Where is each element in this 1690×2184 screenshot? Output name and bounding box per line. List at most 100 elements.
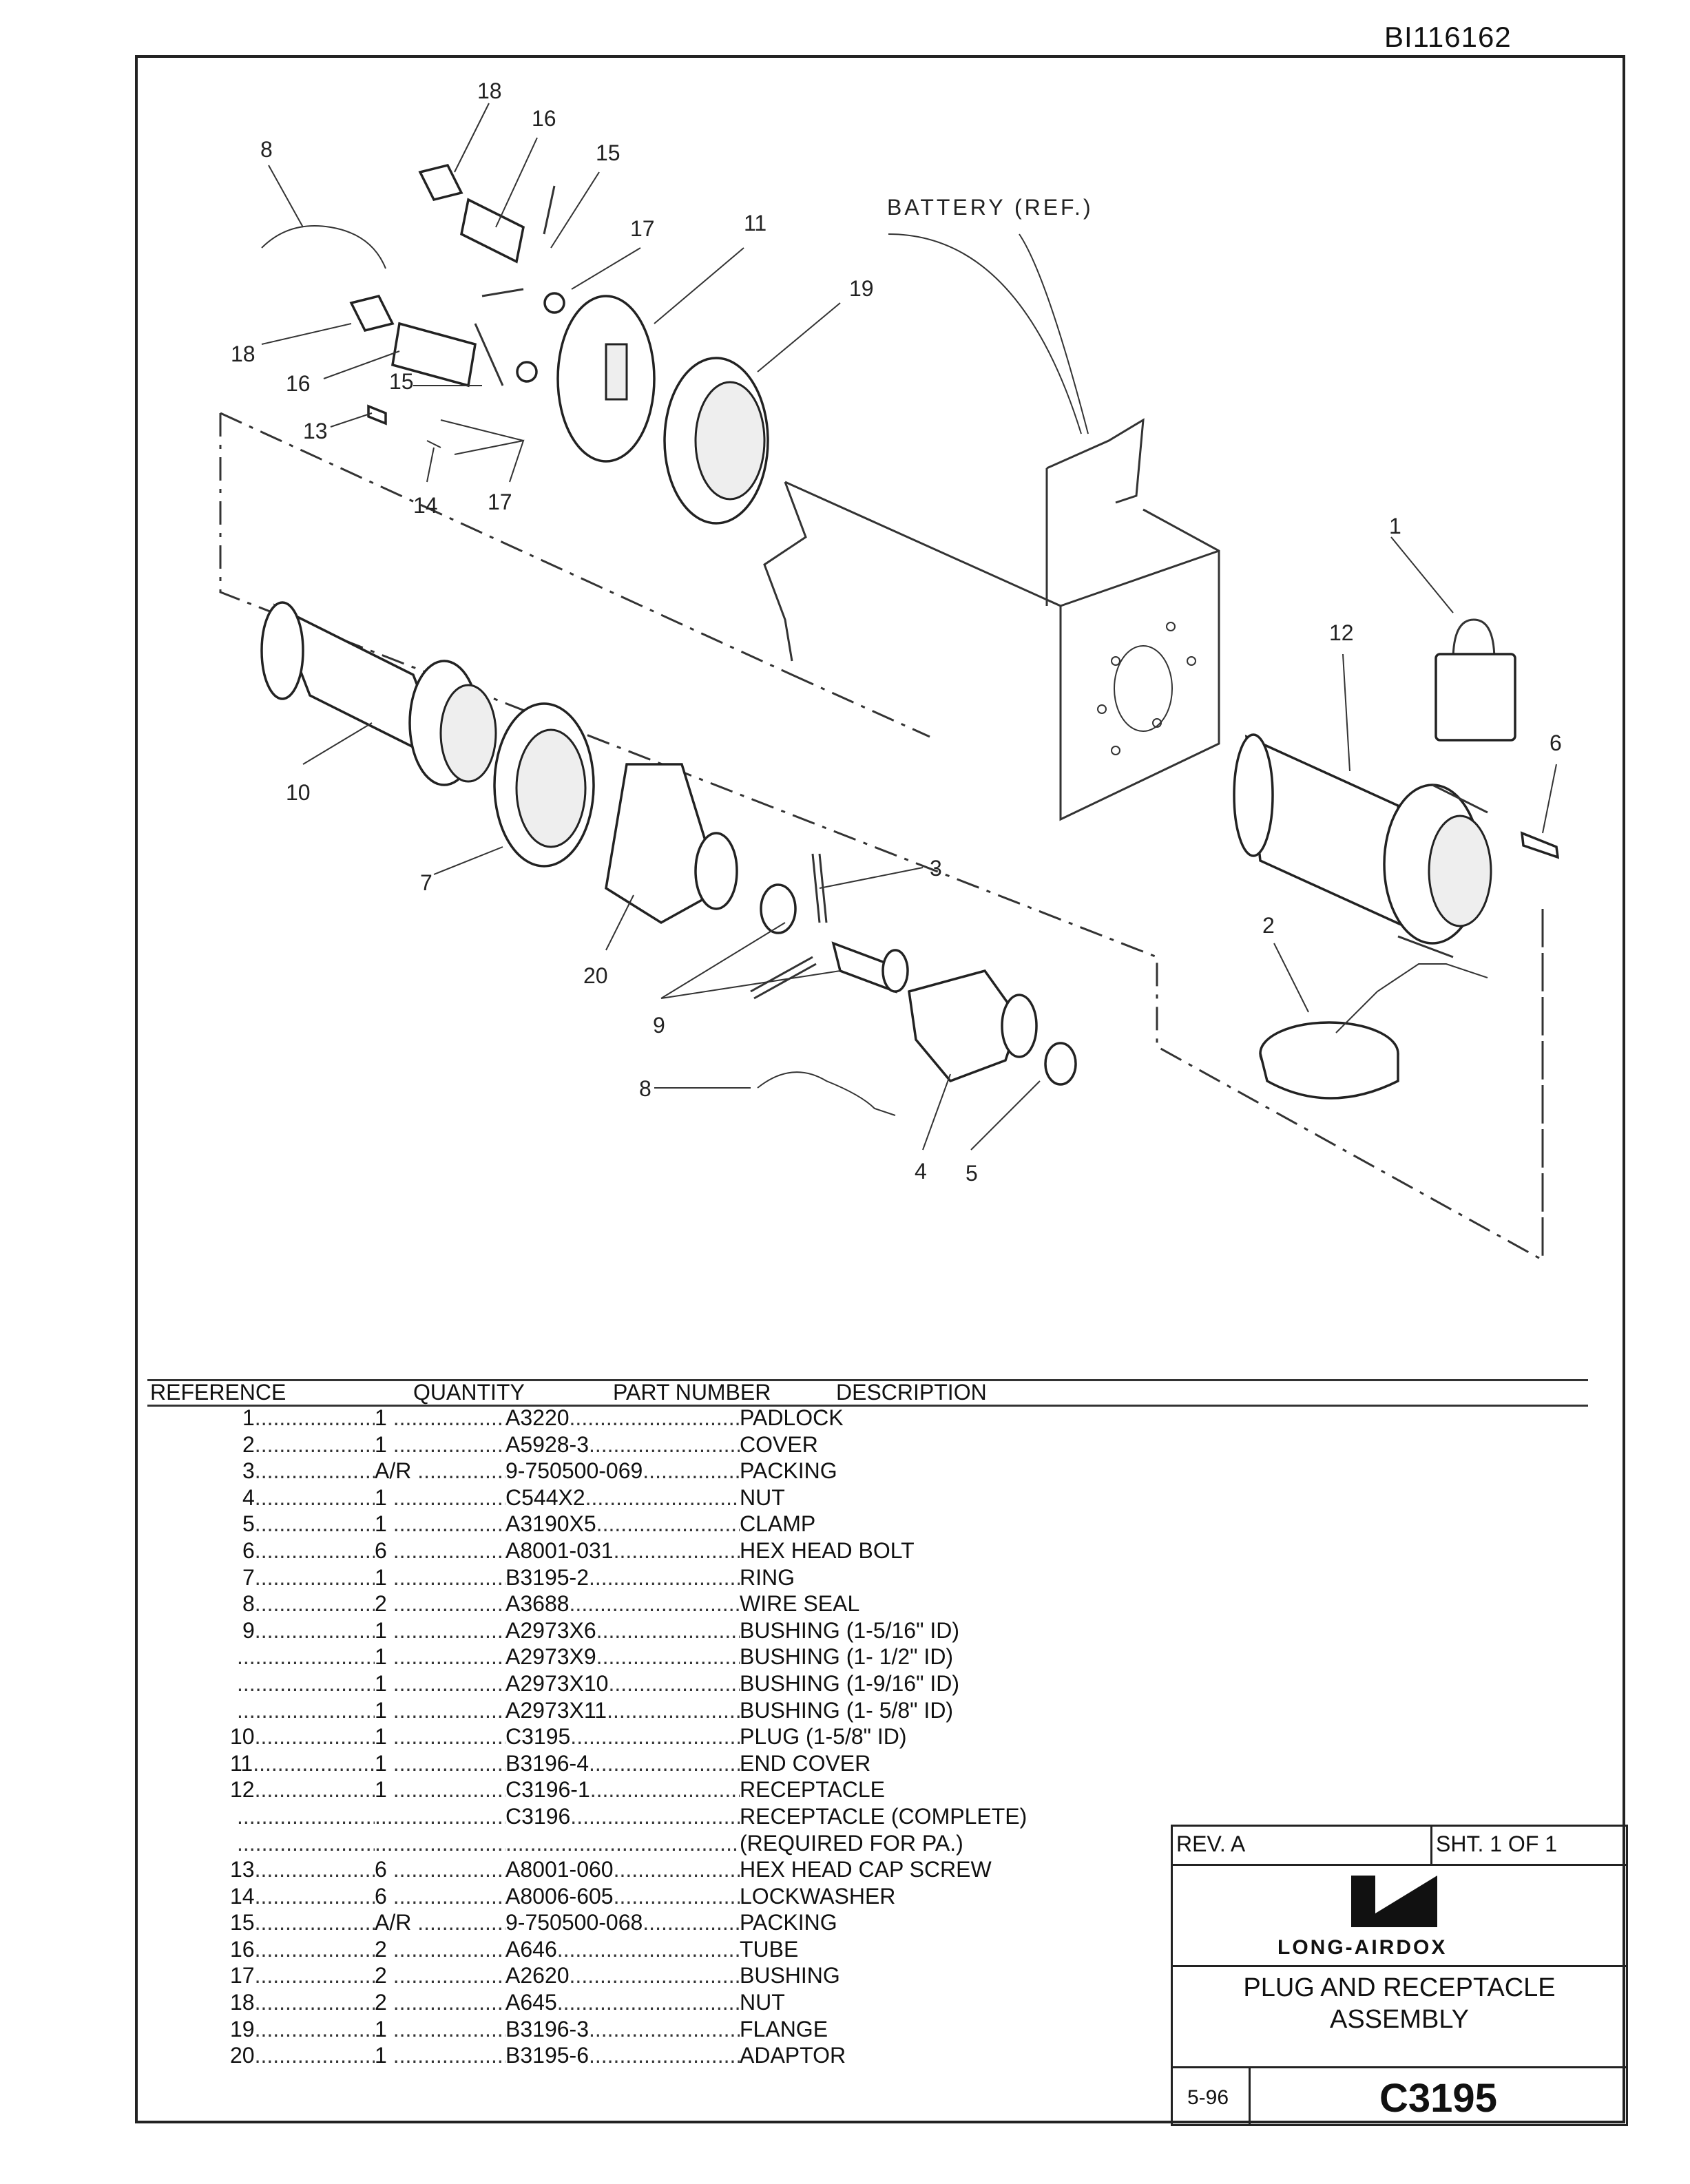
quantity-cell: ........................................ [375, 1803, 505, 1829]
ring-part [493, 702, 595, 868]
description-cell: PACKING [740, 1458, 837, 1484]
reference-cell: 14......................................… [230, 1883, 375, 1909]
callout-16a: 16 [532, 106, 556, 131]
callout-18b: 18 [231, 342, 255, 366]
nut-clamp-parts [908, 969, 1077, 1086]
description-cell: BUSHING [740, 1963, 840, 1988]
callout-1: 1 [1389, 514, 1401, 538]
quantity-cell: 1 ......................................… [375, 1405, 505, 1430]
description-cell: HEX HEAD CAP SCREW [740, 1857, 992, 1882]
callout-13: 13 [303, 419, 328, 443]
reference-cell: 3.......................................… [242, 1458, 375, 1484]
callout-20: 20 [583, 963, 608, 988]
part-number-cell: 9-750500-068............................… [505, 1910, 740, 1935]
callout-15b: 15 [389, 369, 414, 394]
description-cell: CLAMP [740, 1511, 816, 1537]
reference-cell: 15......................................… [230, 1910, 375, 1935]
battery-box [763, 418, 1220, 821]
quantity-cell: A/R ....................................… [375, 1910, 505, 1935]
title-line-2: ASSEMBLY [1329, 2005, 1470, 2034]
callout-6: 6 [1550, 731, 1562, 755]
description-cell: FLANGE [740, 2016, 828, 2041]
description-cell: LOCKWASHER [740, 1883, 896, 1909]
reference-cell: 20......................................… [230, 2043, 375, 2068]
callout-4: 4 [915, 1159, 927, 1184]
header-description: DESCRIPTION [836, 1380, 987, 1405]
table-top-rule [147, 1379, 1588, 1381]
callout-9: 9 [653, 1013, 665, 1038]
reference-cell: 4.......................................… [242, 1484, 375, 1510]
header-part-number: PART NUMBER [613, 1380, 771, 1405]
adaptor-part [605, 763, 738, 925]
part-number-cell: ........................................… [505, 1830, 740, 1856]
part-number-cell: A8001-031...............................… [505, 1537, 740, 1563]
description-cell: NUT [740, 1484, 785, 1510]
part-number-cell: A2973X6.................................… [505, 1617, 740, 1643]
description-cell: ADAPTOR [740, 2043, 846, 2068]
description-cell: PADLOCK [740, 1405, 844, 1430]
callout-19: 19 [849, 276, 874, 301]
part-number-cell: A2973X11................................… [505, 1697, 740, 1723]
callout-3: 3 [930, 856, 942, 881]
part-number-cell: A5928-3.................................… [505, 1431, 740, 1457]
reference-cell: 17......................................… [230, 1963, 375, 1988]
quantity-cell: 2 ......................................… [375, 1936, 505, 1962]
reference-cell: 1.......................................… [242, 1405, 375, 1430]
exploded-view-drawing: 18 16 8 15 17 11 19 18 16 15 13 14 17 10… [219, 78, 1562, 1262]
reference-cell: ........................................… [237, 1803, 375, 1829]
quantity-cell: 1 ......................................… [375, 1697, 505, 1723]
quantity-cell: 6 ......................................… [375, 1537, 505, 1563]
description-cell: RECEPTACLE [740, 1777, 886, 1803]
quantity-cell: ........................................ [375, 1830, 505, 1856]
quantity-cell: 1 ......................................… [375, 2016, 505, 2041]
description-cell: COVER [740, 1431, 818, 1457]
wire-seal-part-upper [261, 225, 386, 269]
description-cell: BUSHING (1- 1/2" ID) [740, 1644, 954, 1670]
description-cell: BUSHING (1- 5/8" ID) [740, 1697, 954, 1723]
part-number-cell: A8001-060...............................… [505, 1857, 740, 1882]
reference-cell: 13......................................… [230, 1857, 375, 1882]
callout-17a: 17 [630, 216, 655, 241]
reference-cell: 7.......................................… [242, 1564, 375, 1590]
quantity-cell: 1 ......................................… [375, 1724, 505, 1750]
description-cell: RING [740, 1564, 795, 1590]
reference-cell: 18......................................… [230, 1990, 375, 2015]
reference-cell: 5.......................................… [242, 1511, 375, 1537]
flange-part [663, 357, 769, 525]
receptacle-part [1233, 733, 1492, 958]
title-line-1: PLUG AND RECEPTACLE [1243, 1973, 1556, 2002]
callout-17b: 17 [488, 490, 512, 514]
callout-7: 7 [420, 870, 432, 895]
part-number-cell: C544X2..................................… [505, 1484, 740, 1510]
part-number-cell: B3195-2.................................… [505, 1564, 740, 1590]
part-number-cell: 9-750500-069............................… [505, 1458, 740, 1484]
quantity-cell: 1 ......................................… [375, 1484, 505, 1510]
quantity-cell: 2 ......................................… [375, 1591, 505, 1617]
part-number-cell: A3190X5.................................… [505, 1511, 740, 1537]
quantity-cell: 2 ......................................… [375, 1990, 505, 2015]
document-id: BI116162 [1384, 21, 1512, 53]
quantity-cell: 1 ......................................… [375, 1644, 505, 1670]
table-header-rule [147, 1405, 1588, 1407]
tube-and-nut-parts [349, 163, 565, 448]
description-cell: NUT [740, 1990, 785, 2015]
callout-8a: 8 [260, 137, 273, 162]
callout-5: 5 [966, 1161, 978, 1186]
callout-15a: 15 [596, 140, 620, 165]
reference-cell: 10......................................… [230, 1724, 375, 1750]
callout-16b: 16 [286, 371, 311, 396]
end-cover-part [556, 295, 656, 463]
description-cell: HEX HEAD BOLT [740, 1537, 915, 1563]
part-number-cell: C3195...................................… [505, 1724, 740, 1750]
header-quantity: QUANTITY [413, 1380, 525, 1405]
cover-part [1259, 963, 1488, 1100]
reference-cell: 11......................................… [230, 1750, 375, 1776]
wire-seal-part-lower [757, 1071, 896, 1116]
quantity-cell: 1 ......................................… [375, 1564, 505, 1590]
date-label: 5-96 [1187, 2086, 1229, 2109]
callout-11: 11 [744, 211, 766, 235]
part-number-cell: A645....................................… [505, 1990, 740, 2015]
rev-label: REV. A [1176, 1831, 1246, 1856]
drawing-number: C3195 [1379, 2076, 1497, 2121]
description-cell: RECEPTACLE (COMPLETE) [740, 1803, 1027, 1829]
